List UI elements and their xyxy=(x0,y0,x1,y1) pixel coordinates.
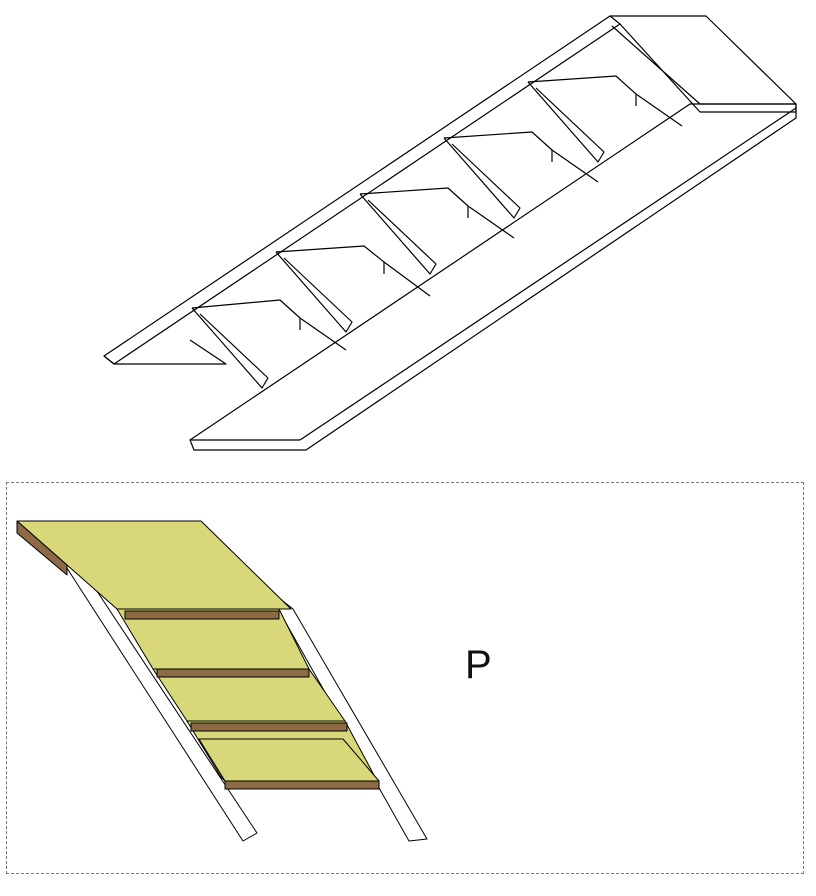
tread-4-edge xyxy=(224,780,380,790)
front-stringer xyxy=(189,103,797,451)
tread-2-edge xyxy=(156,668,310,678)
steps xyxy=(191,25,701,389)
bottom-foot xyxy=(103,339,227,365)
top-landing-edge xyxy=(16,520,68,576)
colored-stair-panel: P xyxy=(6,482,804,874)
bottom-tread-top xyxy=(198,738,380,782)
stair-outline-drawing xyxy=(103,15,797,451)
top-landing xyxy=(610,15,797,113)
stair-colored-drawing xyxy=(16,520,428,842)
tread-1-edge xyxy=(124,610,280,620)
back-stringer xyxy=(103,15,621,365)
panel-label: P xyxy=(465,643,492,687)
tread-3-edge xyxy=(190,722,348,732)
